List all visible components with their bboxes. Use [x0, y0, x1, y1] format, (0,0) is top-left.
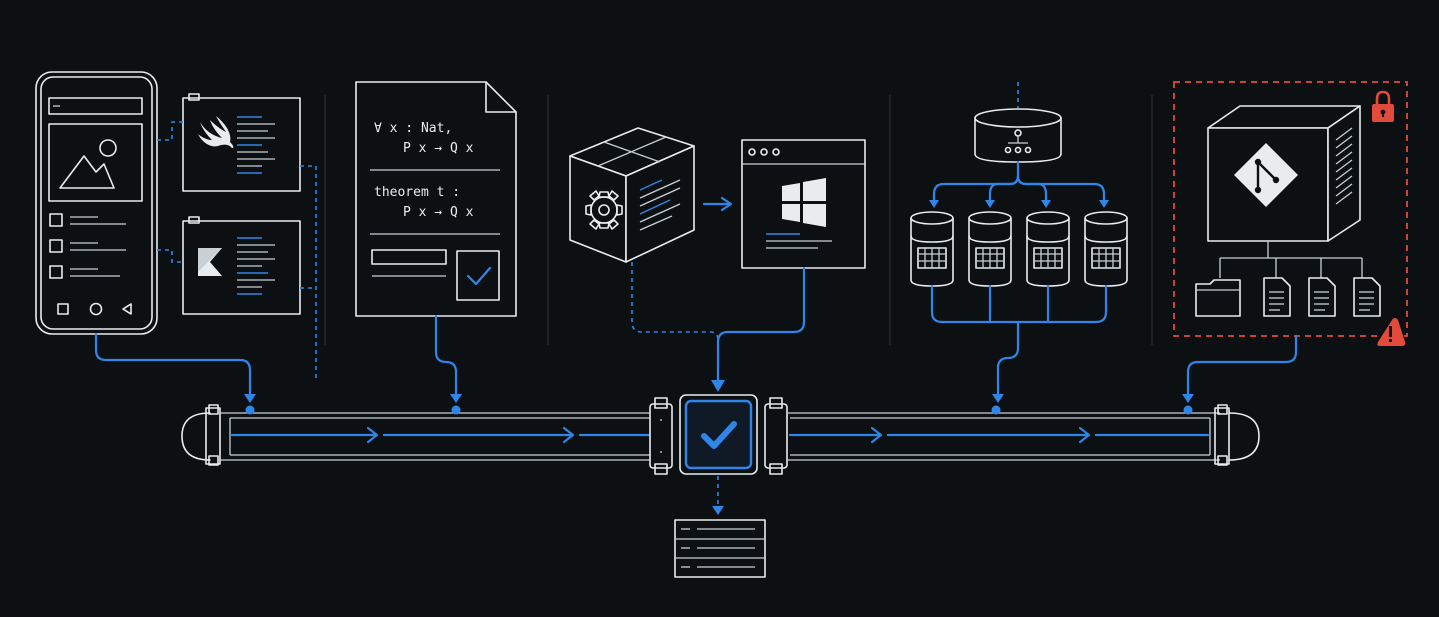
phone-connector	[94, 332, 252, 398]
build-dashed-connector	[631, 262, 719, 341]
gear-icon	[585, 190, 623, 230]
database-shard-3	[1026, 211, 1070, 287]
database-shard-4	[1084, 211, 1128, 287]
build-cube	[569, 127, 695, 263]
pipeline	[181, 394, 1260, 475]
checkmark-icon	[701, 421, 737, 449]
proof-line-1: ∀ x : Nat,	[374, 121, 452, 136]
checkmark-icon	[466, 266, 492, 286]
platform-connectors	[157, 121, 317, 380]
database-cluster	[929, 82, 1109, 208]
warning-icon	[1377, 318, 1406, 346]
file-icon	[1263, 277, 1291, 317]
proof-line-2: P x → Q x	[403, 141, 474, 156]
arrowhead	[992, 394, 1004, 403]
shard-merge-connector	[930, 284, 1108, 324]
arrowhead	[1182, 394, 1194, 403]
server-icon	[674, 519, 766, 578]
arrowhead	[711, 380, 725, 392]
image-placeholder-icon	[59, 139, 117, 189]
database-shards	[910, 211, 1128, 287]
arrowhead	[450, 394, 462, 403]
column-dividers	[324, 95, 1153, 345]
proof-document: ∀ x : Nat, P x → Q x theorem t : P x → Q…	[355, 81, 517, 317]
windows-app-window	[741, 139, 866, 269]
checkpoint	[679, 394, 758, 475]
release-connector	[716, 266, 806, 384]
arrowhead	[244, 394, 256, 403]
kotlin-window	[182, 216, 301, 315]
windows-icon	[782, 178, 826, 227]
proof-line-4: P x → Q x	[403, 205, 474, 220]
git-connector	[1186, 334, 1298, 398]
proof-connector	[434, 314, 458, 398]
arrowhead	[720, 196, 733, 212]
git-icon	[1234, 143, 1298, 207]
folder-icon	[1195, 279, 1241, 317]
database-icon	[974, 108, 1062, 163]
file-icon	[1308, 277, 1336, 317]
database-shard-1	[910, 211, 954, 287]
git-cube	[1207, 105, 1361, 242]
arrowhead	[712, 506, 724, 515]
file-icon	[1353, 277, 1381, 317]
git-repository-zone	[1173, 81, 1408, 346]
swift-window	[182, 93, 301, 192]
database-connector	[996, 320, 1020, 398]
lock-icon	[1372, 90, 1394, 122]
smartphone-icon	[35, 71, 158, 335]
swift-icon	[198, 116, 234, 148]
database-shard-2	[968, 211, 1012, 287]
kotlin-icon	[198, 248, 222, 276]
proof-line-3: theorem t :	[374, 185, 460, 200]
